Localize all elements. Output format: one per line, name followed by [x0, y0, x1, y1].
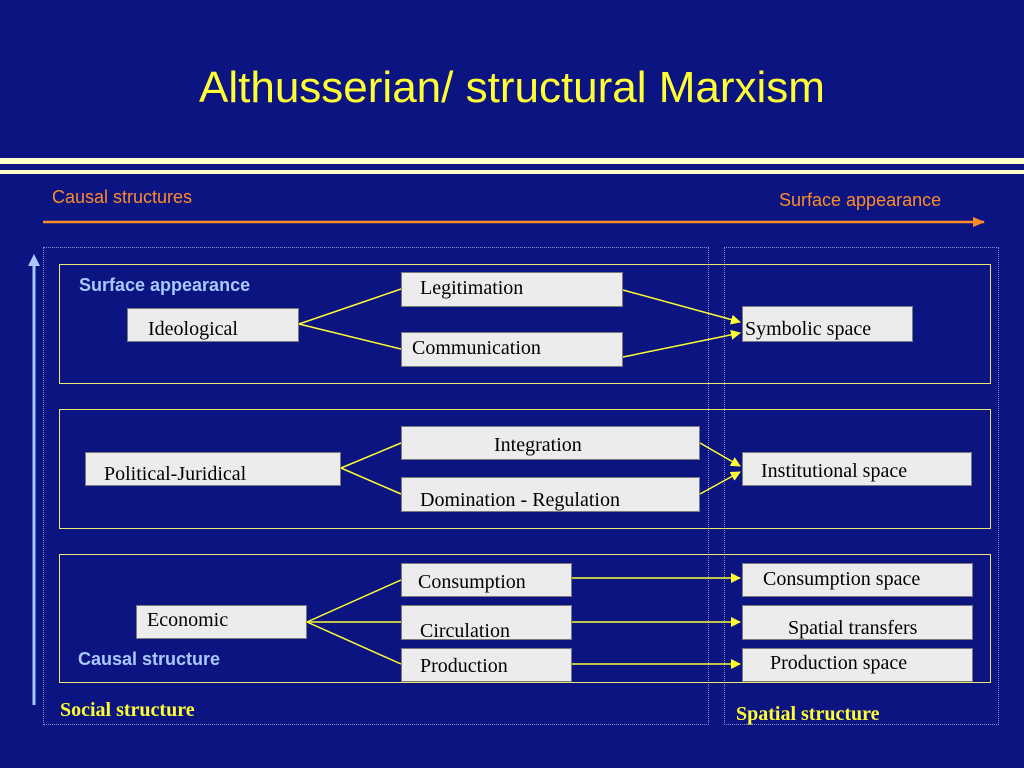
- ideological-box: Ideological: [127, 308, 299, 342]
- symbolic-space-label: Symbolic space: [745, 318, 872, 340]
- circulation-box: Circulation: [401, 605, 572, 642]
- domination-regulation-box: Domination - Regulation: [401, 477, 700, 512]
- consumption-space-box: Consumption space: [742, 563, 973, 597]
- arrow-legitimation-symbolic: [622, 289, 741, 325]
- arrow-communication-symbolic: [622, 329, 741, 358]
- legitimation-box: Legitimation: [401, 272, 623, 307]
- ideological-label: Ideological: [148, 318, 238, 340]
- spatial-structure-section: [724, 247, 999, 725]
- legitimation-label: Legitimation: [420, 277, 524, 299]
- domination-regulation-label: Domination - Regulation: [420, 489, 620, 511]
- slide-title: Althusserian/ structural Marxism: [199, 63, 825, 112]
- title-rule-bottom: [0, 170, 1024, 174]
- integration-box: Integration: [401, 426, 700, 460]
- production-space-label: Production space: [770, 652, 908, 674]
- institutional-space-label: Institutional space: [761, 460, 908, 482]
- connector-economic-production: [306, 621, 402, 665]
- causal-structures-label: Causal structures: [52, 187, 193, 207]
- social-structure-label: Social structure: [60, 699, 195, 721]
- connector-political-domination: [340, 467, 402, 495]
- vertical-axis-arrowhead: [28, 254, 40, 266]
- consumption-box: Consumption: [401, 563, 572, 597]
- connector-ideological-legitimation: [298, 288, 402, 325]
- economic-label: Economic: [147, 609, 229, 631]
- connector-economic-consumption: [306, 579, 402, 623]
- connector-political-integration: [340, 442, 402, 469]
- political-juridical-label: Political-Juridical: [104, 463, 247, 485]
- political-juridical-panel: [59, 409, 991, 529]
- social-structure-section: [43, 247, 709, 725]
- title-rule-top: [0, 158, 1024, 164]
- communication-box: Communication: [401, 332, 623, 367]
- spatial-transfers-label: Spatial transfers: [788, 617, 918, 639]
- surface-appearance-panel-label: Surface appearance: [79, 275, 251, 295]
- surface-appearance-axis-label: Surface appearance: [779, 190, 942, 210]
- circulation-label: Circulation: [420, 620, 510, 642]
- political-juridical-box: Political-Juridical: [85, 452, 341, 486]
- economic-panel: [59, 554, 991, 683]
- communication-label: Communication: [412, 337, 541, 359]
- production-box: Production: [401, 648, 572, 682]
- symbolic-space-box: Symbolic space: [742, 306, 913, 342]
- connector-ideological-communication: [298, 323, 402, 350]
- arrow-integration-institutional: [699, 442, 741, 467]
- economic-box: Economic: [136, 605, 307, 639]
- integration-label: Integration: [494, 434, 582, 456]
- spatial-transfers-box: Spatial transfers: [742, 605, 973, 640]
- production-label: Production: [420, 655, 508, 677]
- consumption-label: Consumption: [418, 571, 526, 593]
- production-space-box: Production space: [742, 648, 973, 682]
- consumption-space-label: Consumption space: [763, 568, 921, 590]
- arrow-domination-institutional: [699, 471, 741, 495]
- causal-structure-panel-label: Causal structure: [78, 649, 221, 669]
- institutional-space-box: Institutional space: [742, 452, 972, 486]
- spatial-structure-label: Spatial structure: [736, 703, 880, 725]
- ideological-panel: [59, 264, 991, 384]
